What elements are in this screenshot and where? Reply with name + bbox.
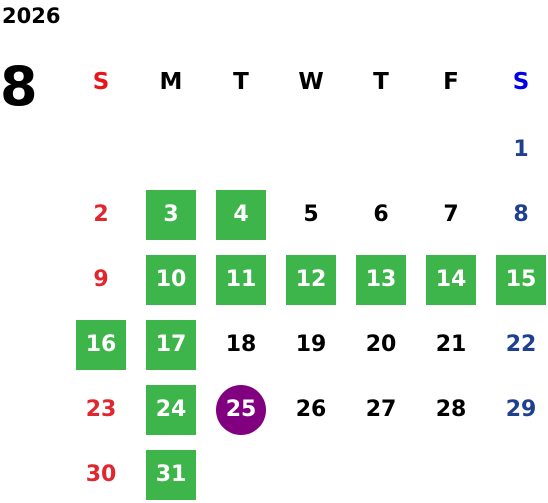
day-cell[interactable]: 21 [435, 332, 467, 357]
weekday-label: S [512, 69, 530, 95]
day-cell[interactable]: 4 [216, 190, 266, 240]
day-cell[interactable]: 15 [496, 255, 546, 305]
day-cell[interactable]: 11 [216, 255, 266, 305]
day-cell[interactable]: 13 [356, 255, 406, 305]
weekday-label: W [298, 69, 324, 95]
day-cell[interactable]: 31 [146, 450, 196, 500]
day-cell[interactable]: 26 [295, 397, 327, 422]
weekday-label: T [373, 69, 389, 95]
day-cell[interactable]: 14 [426, 255, 476, 305]
day-cell-today[interactable]: 25 [216, 385, 266, 435]
day-cell[interactable]: 19 [295, 332, 327, 357]
day-cell[interactable]: 9 [93, 267, 109, 292]
day-cell[interactable]: 20 [365, 332, 397, 357]
day-cell[interactable]: 7 [443, 202, 459, 227]
year-label: 2026 [2, 4, 61, 28]
day-cell[interactable]: 22 [505, 332, 537, 357]
day-cell[interactable]: 3 [146, 190, 196, 240]
day-cell[interactable]: 17 [146, 320, 196, 370]
weekday-label: S [92, 69, 110, 95]
weekday-label: T [233, 69, 249, 95]
day-cell[interactable]: 27 [365, 397, 397, 422]
weekday-label: M [159, 69, 183, 95]
day-cell[interactable]: 2 [93, 202, 109, 227]
month-number: 8 [0, 55, 38, 118]
day-cell[interactable]: 30 [85, 462, 117, 487]
day-cell[interactable]: 18 [225, 332, 257, 357]
day-cell[interactable]: 5 [303, 202, 319, 227]
day-cell[interactable]: 29 [505, 397, 537, 422]
weekday-label: F [443, 69, 459, 95]
day-cell[interactable]: 16 [76, 320, 126, 370]
day-cell[interactable]: 8 [513, 202, 529, 227]
day-cell[interactable]: 10 [146, 255, 196, 305]
day-cell[interactable]: 6 [373, 202, 389, 227]
day-cell[interactable]: 1 [513, 137, 529, 162]
day-cell[interactable]: 28 [435, 397, 467, 422]
day-cell[interactable]: 12 [286, 255, 336, 305]
day-cell[interactable]: 24 [146, 385, 196, 435]
day-cell[interactable]: 23 [85, 397, 117, 422]
